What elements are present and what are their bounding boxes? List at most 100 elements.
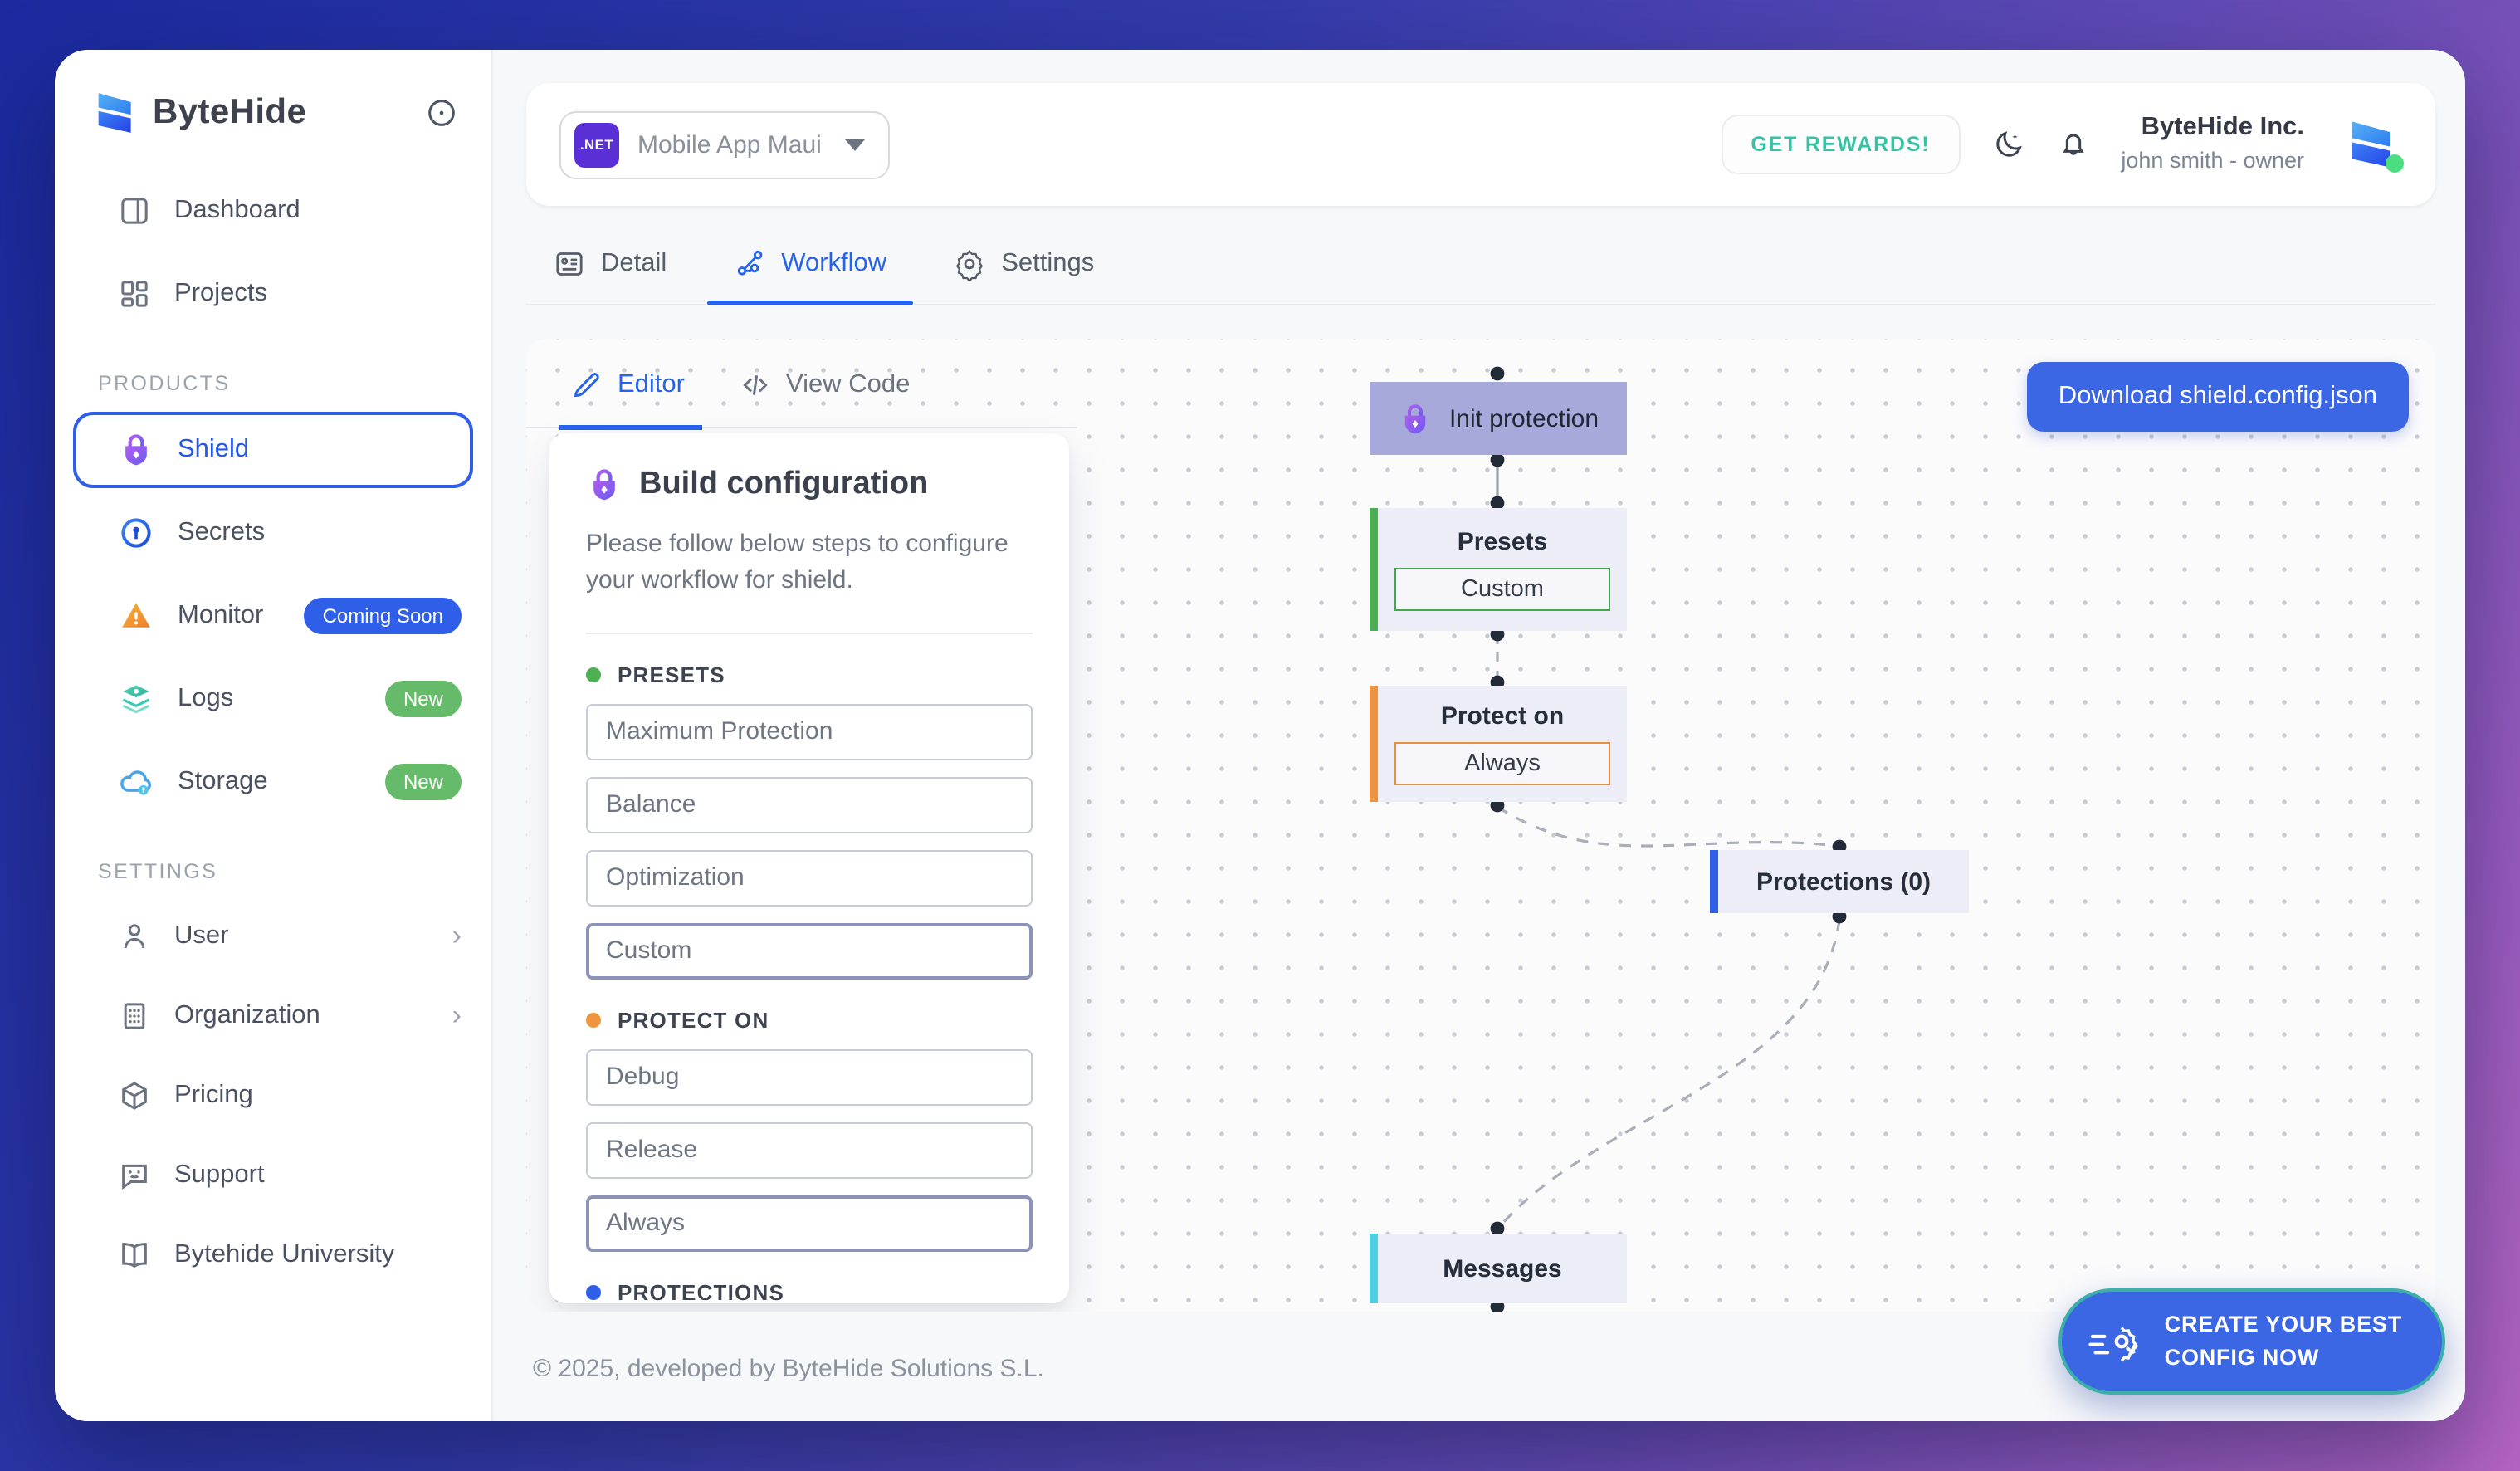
sidebar-item-dashboard[interactable]: Dashboard: [55, 169, 491, 252]
sidebar-item-organization[interactable]: Organization ›: [55, 976, 491, 1056]
header-bar: .NET Mobile App Maui GET REWARDS!: [526, 83, 2435, 206]
collapse-sidebar-button[interactable]: [425, 96, 458, 130]
tab-label: Detail: [601, 249, 667, 277]
protect-on-option-debug[interactable]: Debug: [586, 1048, 1033, 1105]
project-selector[interactable]: .NET Mobile App Maui: [559, 110, 890, 178]
sidebar-item-label: Bytehide University: [174, 1240, 395, 1268]
warning-triangle-icon: [122, 603, 150, 628]
blue-dot-icon: [586, 1284, 601, 1299]
org-name: ByteHide Inc.: [2141, 113, 2304, 142]
chat-icon: [122, 1164, 147, 1190]
protect-on-option-always[interactable]: Always: [586, 1195, 1033, 1251]
create-config-cta-button[interactable]: CREATE YOUR BEST CONFIG NOW: [2058, 1288, 2445, 1395]
panel-description: Please follow below steps to configure y…: [586, 530, 1008, 594]
sidebar-item-label: Monitor: [178, 601, 264, 629]
tab-editor[interactable]: Editor: [559, 365, 701, 430]
shield-lock-icon: [593, 469, 615, 501]
code-icon: [742, 374, 767, 394]
sidebar-heading-settings: SETTINGS: [98, 860, 218, 883]
id-card-icon: [556, 252, 583, 276]
node-title: Protect on: [1440, 702, 1565, 731]
gear-speed-icon: [2088, 1327, 2138, 1362]
get-rewards-button[interactable]: GET REWARDS!: [1721, 115, 1961, 174]
node-presets[interactable]: Presets Custom: [1370, 508, 1627, 631]
cube-icon: [122, 1082, 147, 1110]
sidebar-item-label: Dashboard: [174, 196, 300, 224]
divider: [586, 632, 1033, 633]
protect-on-option-release[interactable]: Release: [586, 1122, 1033, 1178]
dotnet-badge: .NET: [574, 122, 619, 167]
coming-soon-badge: Coming Soon: [304, 598, 462, 634]
dark-mode-toggle[interactable]: [1991, 128, 2024, 161]
tab-label: Editor: [618, 369, 685, 398]
section-heading-protections: PROTECTIONS: [586, 1279, 1033, 1303]
sidebar-item-label: User: [174, 921, 229, 950]
panel-title: Build configuration: [639, 467, 929, 501]
sidebar-item-shield[interactable]: Shield: [73, 412, 473, 488]
tab-label: Settings: [1001, 249, 1095, 277]
sidebar-item-user[interactable]: User ›: [55, 897, 491, 976]
orange-dot-icon: [586, 1012, 601, 1027]
secrets-keyhole-icon: [121, 518, 151, 548]
tab-workflow[interactable]: Workflow: [706, 229, 915, 305]
sidebar: ByteHide Dashboard Projects: [55, 50, 493, 1421]
sidebar-item-label: Secrets: [178, 518, 266, 546]
node-protect-on[interactable]: Protect on Always: [1370, 686, 1627, 802]
online-status-dot: [2386, 154, 2404, 173]
chevron-right-icon: ›: [452, 999, 462, 1031]
page-tabs: Detail Workflow Settings: [526, 229, 2435, 305]
sidebar-item-university[interactable]: Bytehide University: [55, 1215, 491, 1295]
sidebar-item-secrets[interactable]: Secrets: [55, 491, 491, 574]
tab-label: Workflow: [781, 249, 887, 277]
bell-icon: [2062, 134, 2084, 155]
sidebar-item-projects[interactable]: Projects: [55, 252, 491, 335]
chevron-down-icon: [844, 139, 865, 150]
project-name: Mobile App Maui: [637, 130, 822, 159]
sidebar-heading-products: PRODUCTS: [98, 372, 231, 395]
editor-tabs: Editor View Code: [526, 339, 1077, 430]
section-heading-protect-on: PROTECT ON: [586, 1007, 1033, 1032]
sidebar-item-label: Logs: [178, 684, 234, 712]
notifications-button[interactable]: [2056, 128, 2089, 161]
preset-option-balance[interactable]: Balance: [586, 776, 1033, 833]
workflow-canvas[interactable]: Editor View Code: [526, 339, 2435, 1312]
shield-lock-icon: [1404, 403, 1426, 433]
sidebar-item-logs[interactable]: Logs New: [55, 657, 491, 740]
tab-label: View Code: [786, 369, 911, 398]
node-title: Protections (0): [1756, 867, 1931, 896]
user-role: john smith - owner: [2121, 148, 2304, 173]
target-icon: [428, 100, 455, 126]
sidebar-item-support[interactable]: Support: [55, 1136, 491, 1215]
node-protections[interactable]: Protections (0): [1710, 850, 1969, 913]
avatar[interactable]: [2336, 111, 2404, 178]
brand-row: ByteHide: [55, 50, 491, 169]
new-badge: New: [384, 764, 462, 800]
green-dot-icon: [586, 667, 601, 682]
sidebar-item-monitor[interactable]: Monitor Coming Soon: [55, 574, 491, 657]
tab-settings[interactable]: Settings: [950, 229, 1097, 304]
footer-copyright: © 2025, developed by ByteHide Solutions …: [533, 1355, 1044, 1383]
preset-option-maximum-protection[interactable]: Maximum Protection: [586, 703, 1033, 760]
dashboard-icon: [121, 198, 148, 224]
node-init-protection[interactable]: Init protection: [1370, 382, 1627, 455]
tab-detail[interactable]: Detail: [549, 229, 670, 304]
sidebar-item-label: Projects: [174, 279, 267, 307]
node-messages[interactable]: Messages: [1370, 1234, 1627, 1303]
workflow-icon: [737, 250, 762, 276]
bytehide-logo-icon: [2352, 121, 2390, 168]
preset-option-custom[interactable]: Custom: [586, 922, 1033, 979]
building-icon: [124, 1003, 145, 1029]
account-info[interactable]: ByteHide Inc. john smith - owner: [2121, 112, 2304, 177]
new-badge: New: [384, 681, 462, 717]
sidebar-item-storage[interactable]: Storage New: [55, 740, 491, 823]
user-icon: [124, 924, 145, 949]
brand-name: ByteHide: [153, 93, 307, 131]
app-window: ByteHide Dashboard Projects: [55, 50, 2465, 1421]
sidebar-item-pricing[interactable]: Pricing: [55, 1056, 491, 1136]
preset-option-optimization[interactable]: Optimization: [586, 849, 1033, 906]
tab-view-code[interactable]: View Code: [738, 365, 910, 427]
node-title: Messages: [1443, 1254, 1562, 1283]
download-config-button[interactable]: Download shield.config.json: [2026, 362, 2409, 432]
section-heading-presets: PRESETS: [586, 662, 1033, 687]
